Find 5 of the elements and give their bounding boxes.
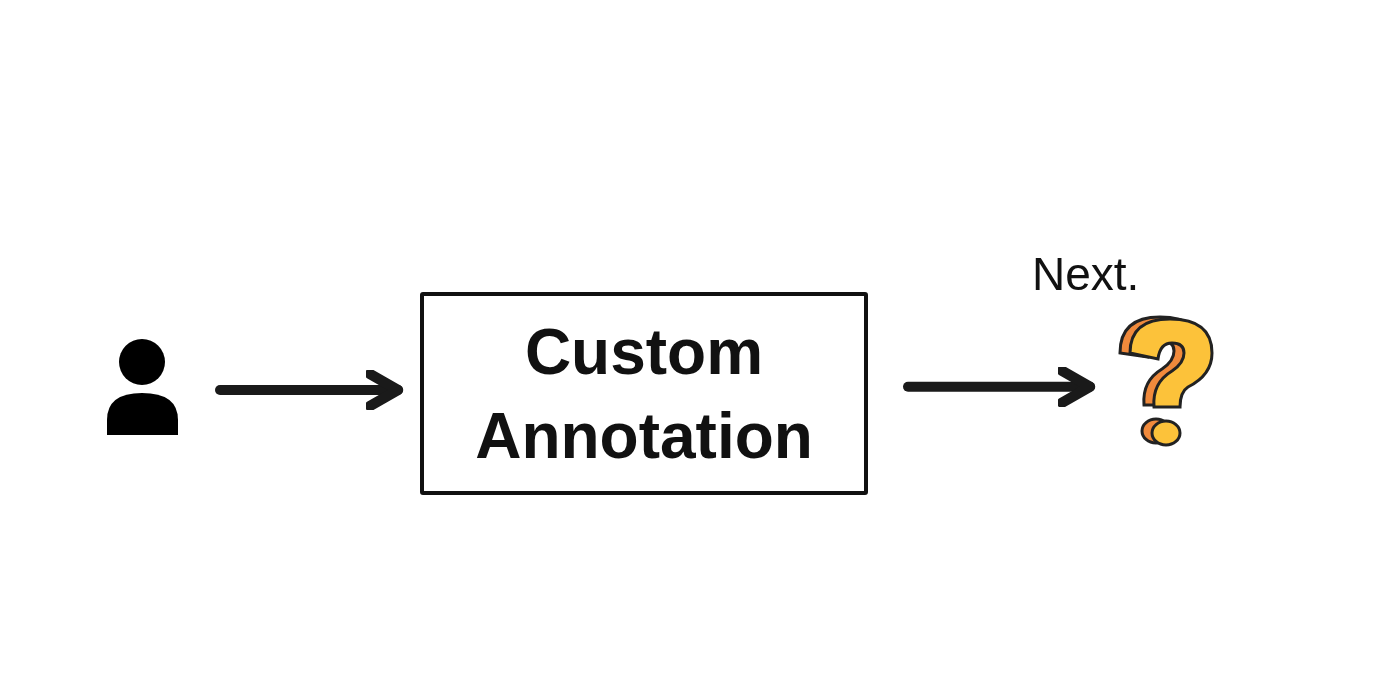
box-label: Custom Annotation (474, 314, 814, 474)
process-box (420, 292, 868, 495)
arrow (903, 365, 1096, 408)
node-label: Next. (1032, 247, 1140, 301)
arrow (215, 368, 404, 412)
